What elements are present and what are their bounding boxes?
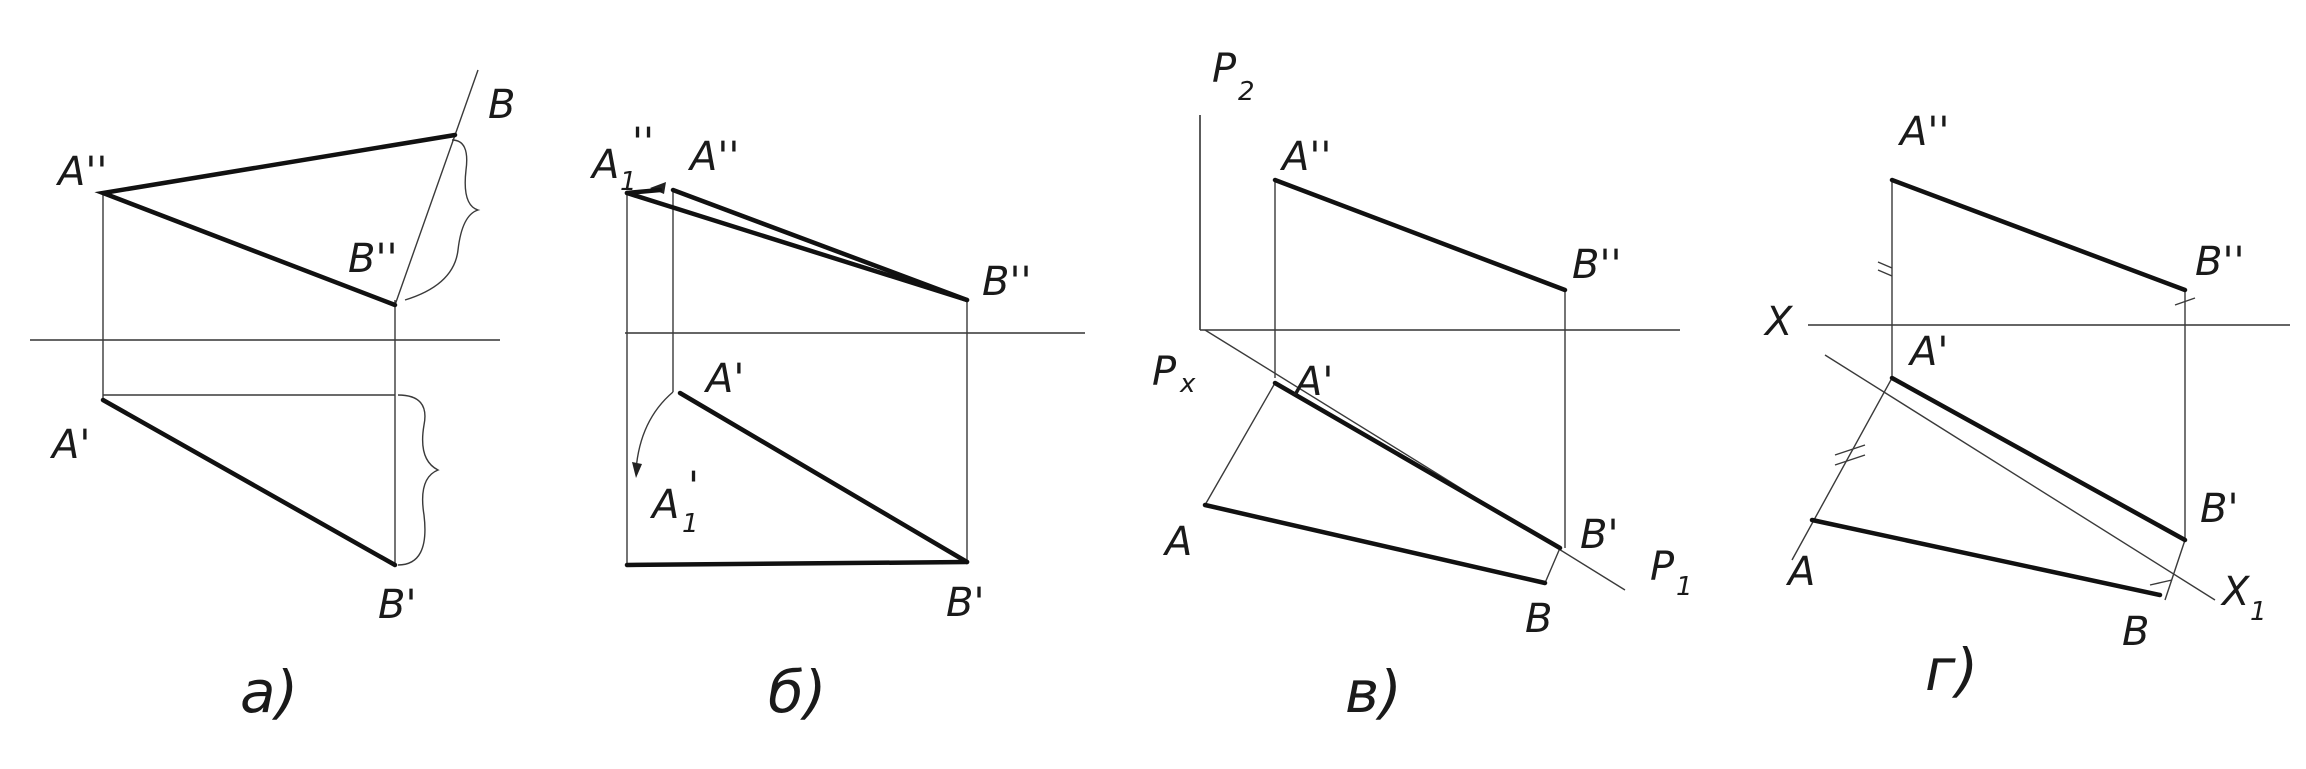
tick-mark-z-3 <box>1834 444 1866 456</box>
caption-a: а) <box>240 658 298 726</box>
segment-a1-shift <box>624 187 663 196</box>
label-a-double-prime: A'' <box>55 149 107 195</box>
svg-text:1: 1 <box>682 509 699 539</box>
svg-text:'': '' <box>632 120 654 166</box>
rotation-arc <box>635 391 674 471</box>
label-x: X <box>1763 299 1794 345</box>
panel-c: P 2 A'' B'' P x A' A B' B P 1 в) <box>1152 46 1693 726</box>
label-p2: P 2 <box>1212 46 1255 107</box>
panel-b: A 1 '' A'' B'' A' A 1 ' B' б) <box>589 120 1085 726</box>
label-px: P x <box>1152 349 1196 399</box>
label-a-prime: A' <box>1292 359 1333 405</box>
label-b-double-prime: B'' <box>348 236 397 282</box>
label-b: B <box>2122 609 2149 655</box>
label-b-top: B <box>488 82 515 128</box>
panel-d: A'' B'' X A' B' A B X 1 г) <box>1763 109 2290 704</box>
label-b-double-prime: B'' <box>1572 242 1621 288</box>
projection-link-b-new <box>1544 547 1561 584</box>
height-brace-upper <box>404 139 481 301</box>
segment-frontal-true-length <box>94 132 458 308</box>
label-a1-double-prime: A 1 '' <box>589 120 654 197</box>
caption-d: г) <box>1925 636 1978 704</box>
svg-text:A: A <box>589 142 619 188</box>
projection-link-b-new <box>2164 539 2186 601</box>
caption-c: в) <box>1345 658 1402 726</box>
caption-b: б) <box>768 658 826 726</box>
svg-text:P: P <box>1650 544 1675 590</box>
label-b-prime: B' <box>946 580 984 626</box>
label-a-double-prime: A'' <box>1279 134 1331 180</box>
label-b-prime: B' <box>378 582 416 628</box>
tick-mark-b-new <box>2149 579 2173 586</box>
label-b-prime: B' <box>2200 486 2238 532</box>
label-a: A <box>1162 519 1192 565</box>
svg-text:A: A <box>649 482 679 528</box>
label-a-double-prime: A'' <box>687 134 739 180</box>
segment-frontal <box>1889 177 2188 293</box>
tick-mark-z-4 <box>1834 454 1866 466</box>
tick-mark-z-1 <box>1877 261 1893 269</box>
label-a1-prime: A 1 ' <box>649 464 699 539</box>
label-p1: P 1 <box>1650 544 1693 602</box>
label-b-double-prime: B'' <box>982 259 1031 305</box>
label-b: B <box>1525 596 1552 642</box>
svg-text:': ' <box>688 464 699 510</box>
panel-a: A'' B B'' A' B' а) <box>30 69 515 726</box>
svg-text:1: 1 <box>2250 597 2267 627</box>
label-a: A <box>1785 549 1815 595</box>
svg-text:1: 1 <box>620 167 637 197</box>
label-a-prime: A' <box>1907 329 1948 375</box>
segment-frontal <box>670 187 970 303</box>
tick-mark-b <box>2174 297 2196 306</box>
label-a-prime: A' <box>49 422 90 468</box>
height-brace-lower <box>397 394 440 566</box>
svg-text:X: X <box>2220 569 2251 615</box>
rotation-trace-line <box>394 69 479 306</box>
segment-horizontal <box>1889 375 2188 543</box>
label-b-prime: B' <box>1580 512 1618 558</box>
svg-text:2: 2 <box>1238 77 1255 107</box>
svg-text:1: 1 <box>1676 572 1693 602</box>
label-a-double-prime: A'' <box>1897 109 1949 155</box>
segment-true-length <box>1202 502 1548 586</box>
axis-x1 <box>1824 354 2216 601</box>
segment-frontal-true-length <box>624 190 970 303</box>
segment-horizontal-projection <box>100 397 398 568</box>
label-a-prime: A' <box>703 356 744 402</box>
segment-horizontal-rotated <box>624 559 970 568</box>
segment-true-length <box>1809 517 2163 598</box>
projection-link-a-new <box>1204 382 1276 506</box>
arrow-head-rotation <box>632 462 642 478</box>
tick-mark-z-2 <box>1877 269 1893 277</box>
label-x1: X 1 <box>2220 569 2267 627</box>
svg-text:P: P <box>1152 349 1177 395</box>
segment-horizontal <box>677 390 970 565</box>
segment-frontal <box>1272 177 1568 293</box>
segment-horizontal <box>1272 380 1563 551</box>
svg-text:x: x <box>1179 369 1196 399</box>
projection-link-a-new <box>1791 377 1893 561</box>
label-b-double-prime: B'' <box>2195 239 2244 285</box>
svg-text:P: P <box>1212 46 1237 92</box>
